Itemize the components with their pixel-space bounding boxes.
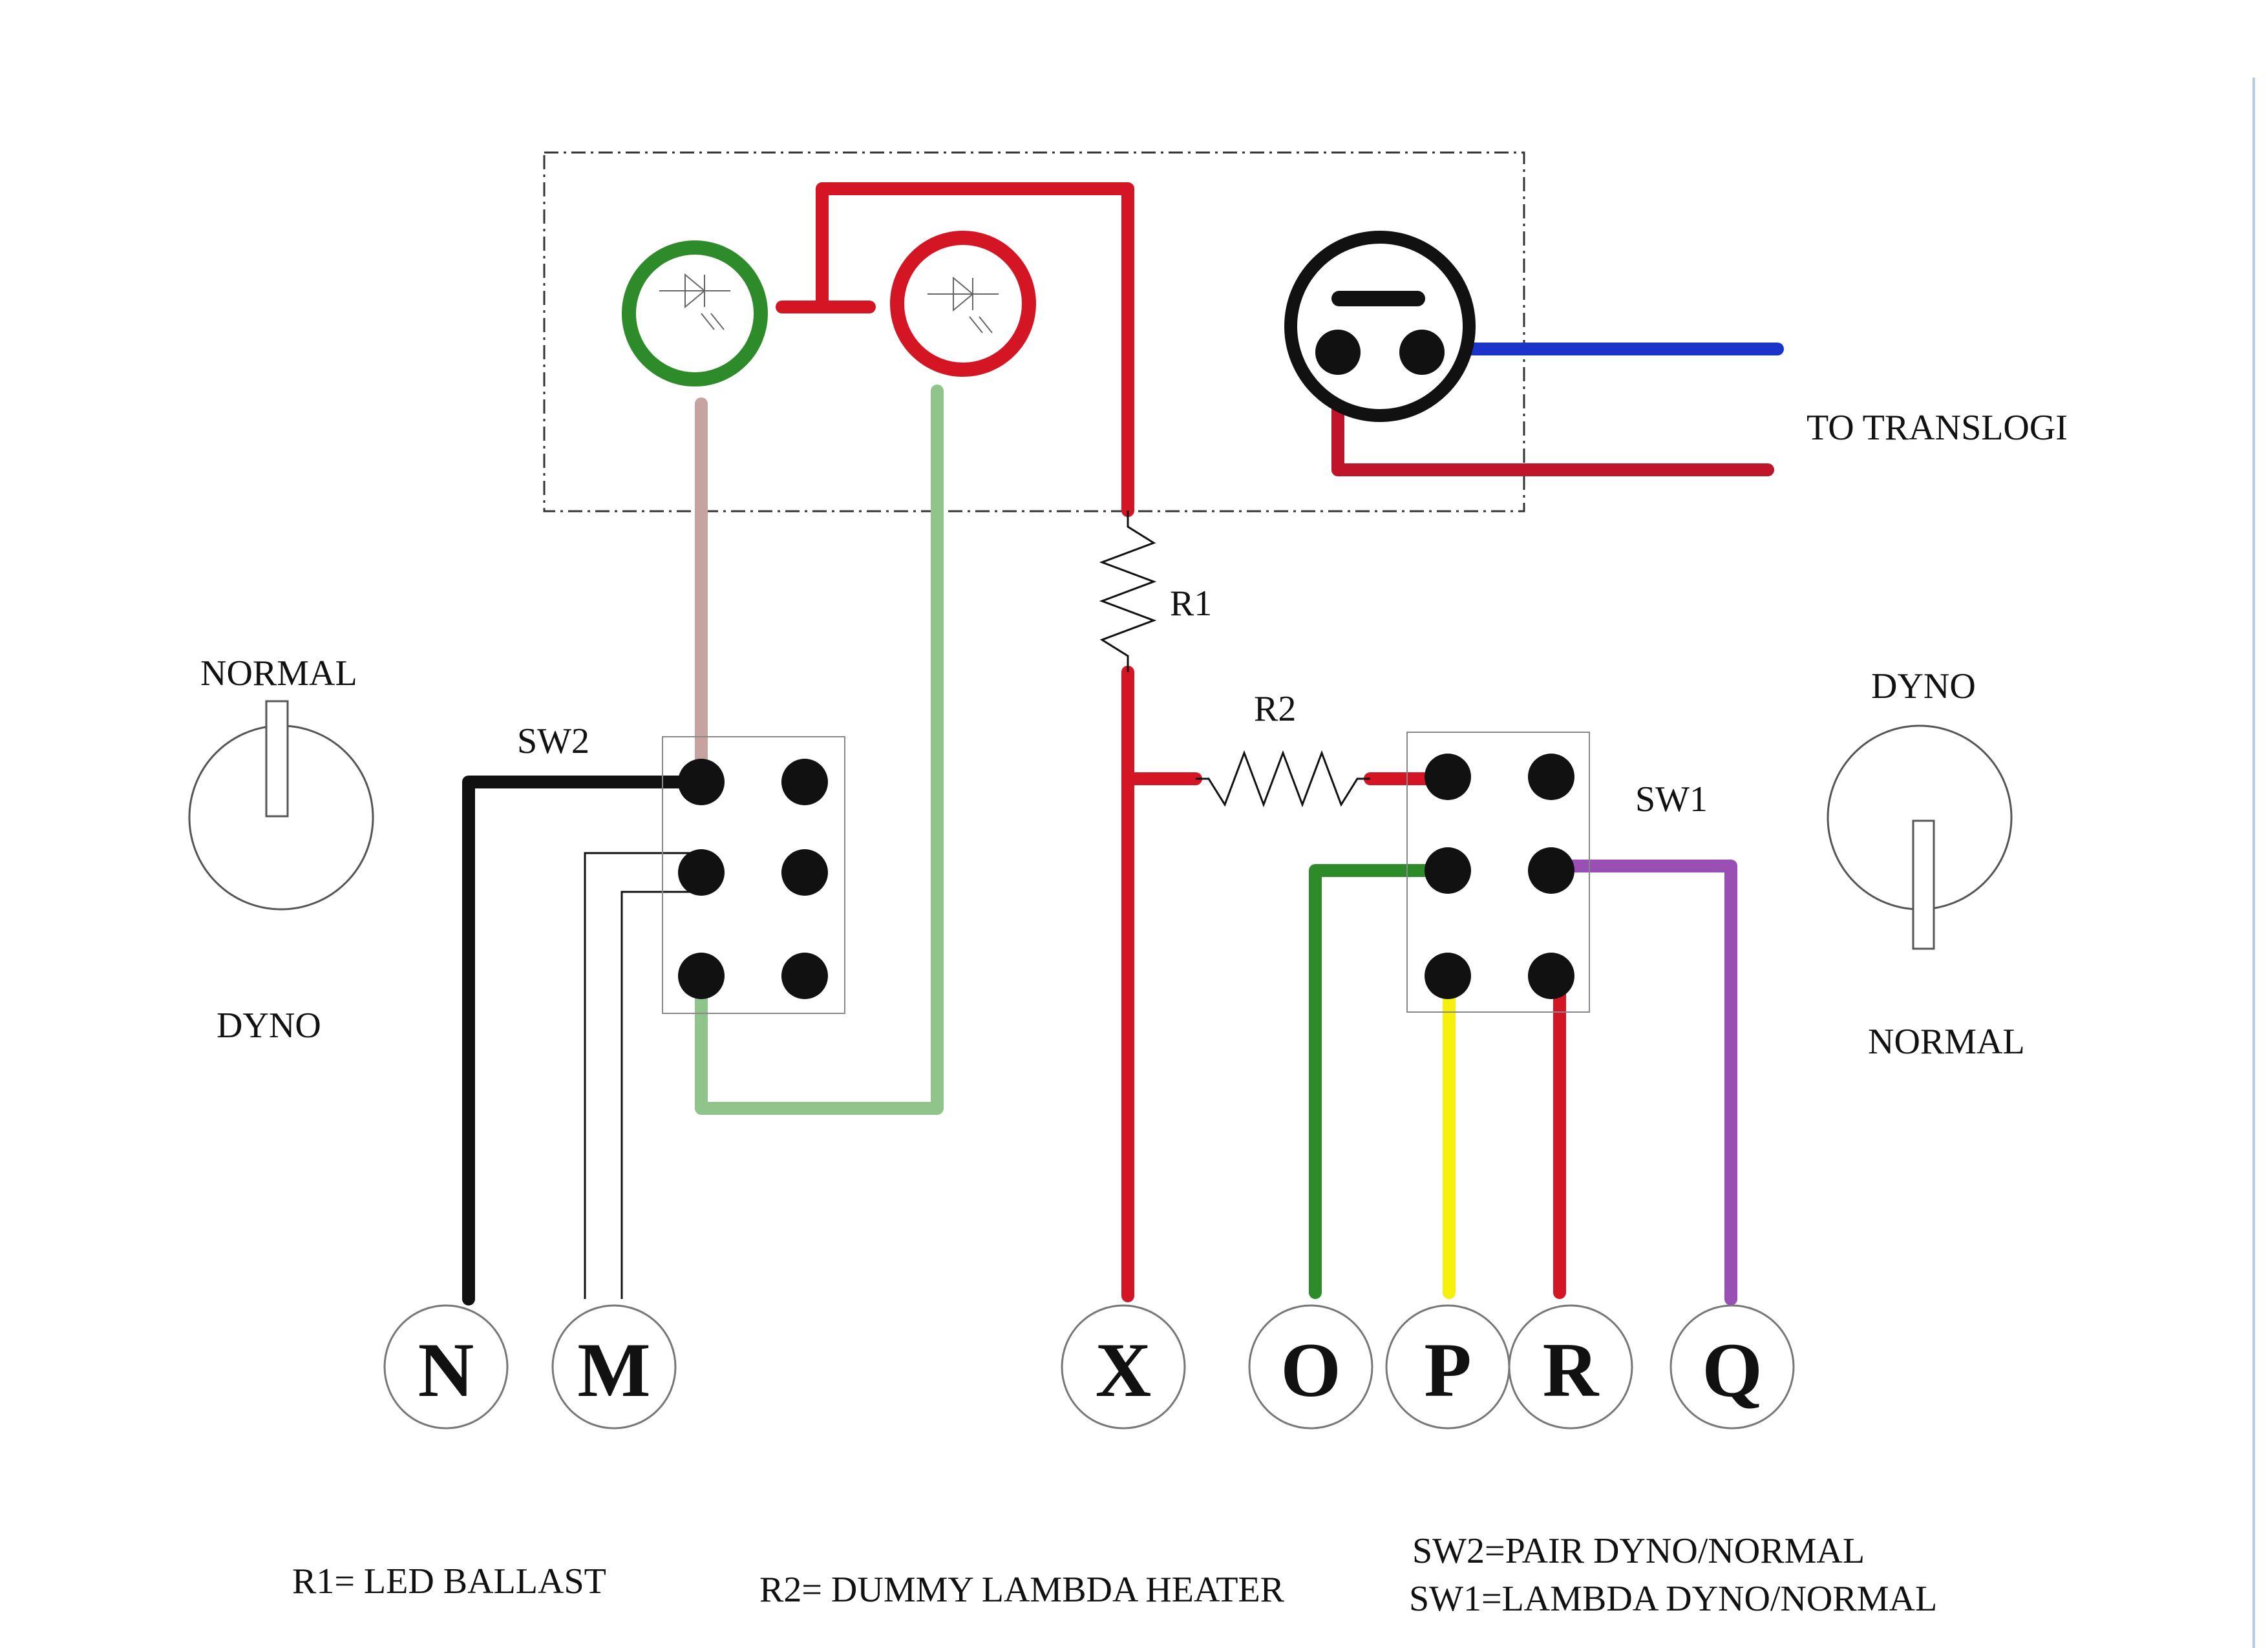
terminal-label: R bbox=[1543, 1327, 1600, 1413]
right-switch-normal-label: NORMAL bbox=[1868, 1022, 2025, 1062]
thin-wire-a bbox=[584, 852, 701, 1299]
translogic-label: TO TRANSLOGI bbox=[1807, 408, 2068, 448]
switch-sw1 bbox=[1406, 732, 1590, 1013]
terminal-label: X bbox=[1096, 1327, 1152, 1413]
wires bbox=[462, 182, 1784, 1305]
thin-wire-b bbox=[620, 891, 701, 1299]
legend-sw1: SW1=LAMBDA DYNO/NORMAL bbox=[1409, 1579, 1937, 1619]
diode-symbol-icon bbox=[927, 276, 999, 333]
terminal-r: R bbox=[1508, 1304, 1633, 1430]
left-switch-dyno-label: DYNO bbox=[217, 1006, 321, 1046]
wire-green bbox=[1309, 864, 1451, 1299]
legend-r1: R1= LED BALLAST bbox=[292, 1561, 606, 1601]
terminal-label: Q bbox=[1702, 1327, 1762, 1413]
terminals: N M X O P R Q bbox=[383, 1304, 1795, 1430]
rotary-switch-right-icon bbox=[1827, 724, 2013, 950]
red-led bbox=[890, 231, 1036, 377]
sw1-label: SW1 bbox=[1635, 779, 1708, 819]
terminal-label: M bbox=[577, 1327, 650, 1413]
left-switch-normal-label: NORMAL bbox=[200, 653, 357, 693]
diode-symbol-icon bbox=[659, 273, 730, 330]
terminal-n: N bbox=[383, 1304, 509, 1430]
wire-light-green bbox=[695, 385, 944, 1115]
legend-r2: R2= DUMMY LAMBDA HEATER bbox=[759, 1570, 1285, 1610]
connector-socket bbox=[1284, 231, 1476, 422]
terminal-q: Q bbox=[1669, 1304, 1795, 1430]
right-switch-dyno-label: DYNO bbox=[1871, 666, 1976, 706]
wire-red-led-loop bbox=[816, 182, 1134, 517]
wire-purple bbox=[1545, 860, 1737, 1305]
led-enclosure-box bbox=[543, 151, 1525, 512]
switch-sw2 bbox=[662, 736, 845, 1014]
terminal-o: O bbox=[1248, 1304, 1373, 1430]
terminal-m: M bbox=[551, 1304, 677, 1430]
resistor-r2 bbox=[1196, 750, 1370, 808]
terminal-p: P bbox=[1385, 1304, 1510, 1430]
green-led bbox=[622, 240, 768, 386]
terminal-label: N bbox=[418, 1327, 474, 1413]
terminal-label: O bbox=[1280, 1327, 1341, 1413]
terminal-label: P bbox=[1424, 1327, 1471, 1413]
wire-black bbox=[462, 776, 708, 1305]
sw2-label: SW2 bbox=[517, 721, 589, 761]
r1-label: R1 bbox=[1170, 584, 1212, 624]
legend-sw2: SW2=PAIR DYNO/NORMAL bbox=[1412, 1531, 1865, 1571]
rotary-switch-left-icon bbox=[188, 700, 374, 911]
resistor-r1 bbox=[1099, 511, 1157, 672]
terminal-x: X bbox=[1061, 1304, 1186, 1430]
r2-label: R2 bbox=[1254, 689, 1296, 729]
thin-wires-to-m bbox=[584, 852, 701, 1299]
